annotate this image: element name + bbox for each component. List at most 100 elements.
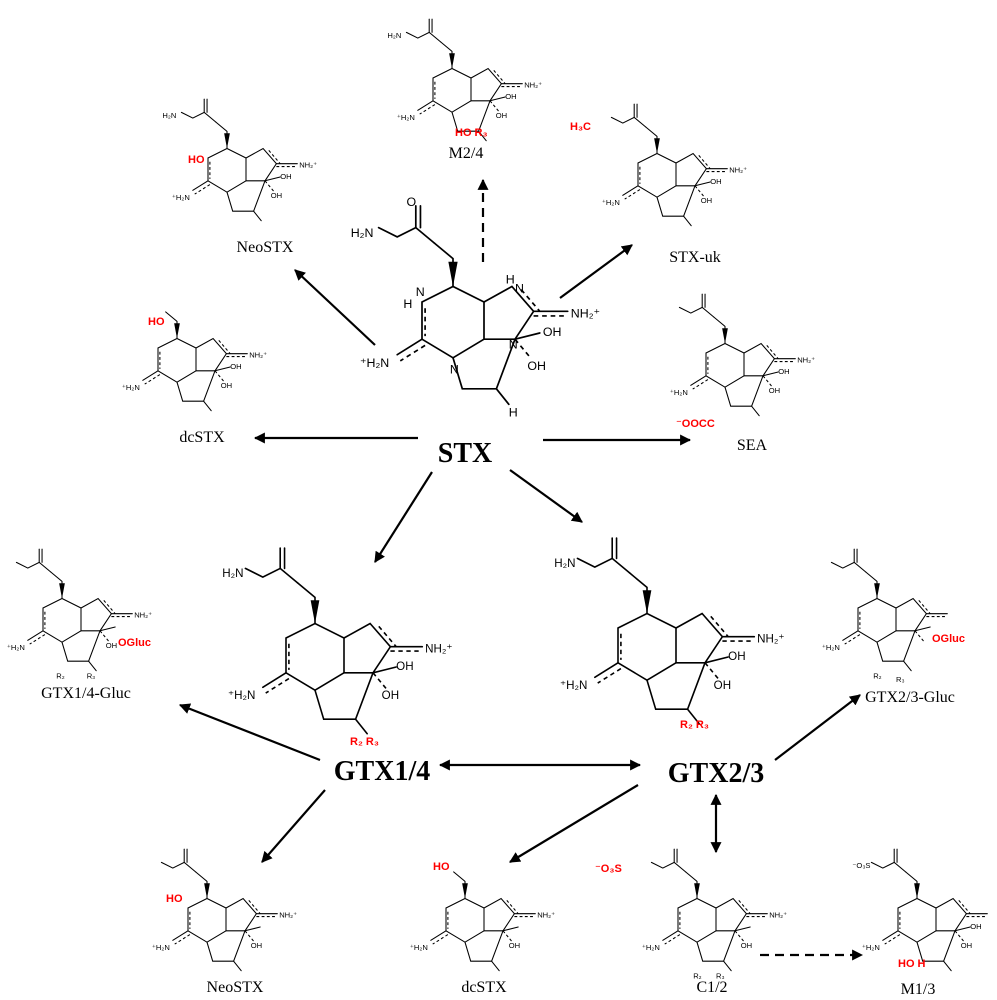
caption-sea: SEA [737, 437, 768, 454]
svg-text:R₃: R₃ [716, 971, 725, 980]
svg-text:NH₂⁺: NH₂⁺ [729, 166, 747, 175]
svg-text:R₂: R₂ [56, 671, 64, 680]
dcstx-bottom-structure: NH₂⁺ ⁺H₂N OH [410, 871, 555, 972]
svg-text:OH: OH [741, 941, 752, 950]
caption-gtx23-gluc: GTX2/3-Gluc [865, 689, 955, 706]
svg-text:OH: OH [106, 641, 117, 650]
svg-text:NH₂⁺: NH₂⁺ [134, 611, 152, 620]
gtx23-center-structure: H₂N NH₂⁺ ⁺H₂N OH OH [554, 537, 785, 725]
svg-text:NH₂⁺: NH₂⁺ [524, 81, 542, 90]
svg-text:⁺H₂N: ⁺H₂N [410, 943, 428, 952]
svg-text:NH₂⁺: NH₂⁺ [299, 161, 317, 170]
stx-structure: O H₂N N H H N NH₂⁺ ⁺H₂N N N OH OH H [351, 195, 600, 420]
svg-text:⁺H₂N: ⁺H₂N [862, 943, 880, 952]
svg-text:R₂: R₂ [693, 971, 701, 980]
gtx23-gluc-substituent: OGluc [932, 633, 965, 645]
svg-text:H: H [403, 297, 412, 311]
svg-text:⁺H₂N: ⁺H₂N [670, 388, 688, 397]
caption-c12: C1/2 [696, 979, 727, 996]
dcstx-bottom-substituent: HO [433, 861, 450, 873]
svg-text:R₃: R₃ [87, 671, 96, 680]
svg-text:H₂N: H₂N [387, 31, 401, 40]
caption-dcstx-bottom: dcSTX [461, 979, 507, 996]
svg-text:⁺H₂N: ⁺H₂N [602, 198, 620, 207]
svg-text:N: N [416, 285, 425, 299]
svg-text:H₂N: H₂N [351, 226, 374, 240]
svg-text:H₂N: H₂N [222, 567, 243, 580]
svg-text:NH₂⁺: NH₂⁺ [279, 911, 297, 920]
m24-substituent: HO R₃ [455, 127, 488, 139]
hub-gtx14: GTX1/4 [334, 756, 430, 787]
arrow-gtx14-gluc [178, 703, 321, 762]
svg-text:OH: OH [701, 196, 712, 205]
stxuk-structure: NH₂⁺ ⁺H₂N OH OH [602, 103, 747, 227]
svg-text:R₂: R₂ [873, 671, 881, 680]
svg-text:OH: OH [505, 92, 516, 101]
m13-structure: ⁻O₃S ⁺H₂N OH OH [852, 848, 988, 972]
svg-text:OH: OH [543, 325, 562, 339]
caption-stxuk: STX-uk [669, 249, 721, 266]
svg-text:OH: OH [382, 689, 399, 702]
svg-text:OH: OH [271, 191, 282, 200]
arrow-stx-stxuk [559, 244, 633, 299]
caption-neostx-bottom: NeoSTX [207, 979, 264, 996]
svg-text:OH: OH [251, 941, 262, 950]
svg-text:OH: OH [396, 660, 413, 673]
gtx14-gluc-substituent: OGluc [118, 637, 151, 649]
svg-text:⁺H₂N: ⁺H₂N [822, 643, 840, 652]
svg-text:⁺H₂N: ⁺H₂N [360, 356, 389, 370]
arrow-gtx14-neostx [261, 789, 326, 863]
m24-structure: H₂N NH₂⁺ ⁺H₂N OH OH [387, 18, 542, 142]
svg-text:OH: OH [496, 111, 507, 120]
svg-text:H: H [509, 406, 518, 420]
arrow-stx-gtx14 [374, 471, 433, 563]
svg-text:OH: OH [221, 381, 232, 390]
arrow-gtx23-dcstx [509, 784, 639, 863]
arrow-gtx23-gluc [774, 694, 861, 761]
svg-text:N: N [509, 338, 518, 352]
gtx23-center-substituent: R₂ R₃ [680, 719, 709, 731]
hub-gtx23: GTX2/3 [668, 758, 764, 789]
svg-text:OH: OH [509, 941, 520, 950]
svg-text:OH: OH [527, 359, 546, 373]
neostx-top-substituent: HO [188, 154, 205, 166]
gtx14-gluc-structure: NH₂⁺ ⁺H₂N OH R₂ R₃ [7, 548, 152, 680]
svg-text:H: H [506, 272, 515, 286]
svg-text:⁺H₂N: ⁺H₂N [228, 689, 255, 702]
svg-text:NH₂⁺: NH₂⁺ [797, 356, 815, 365]
gtx14-center-substituent: R₂ R₃ [350, 736, 379, 748]
c12-substituent: ⁻O₃S [595, 863, 622, 875]
svg-text:NH₂⁺: NH₂⁺ [537, 911, 555, 920]
arrow-stx-neostx [294, 269, 376, 346]
svg-text:NH₂⁺: NH₂⁺ [571, 307, 600, 321]
caption-gtx14-gluc: GTX1/4-Gluc [41, 685, 131, 702]
svg-text:H₂N: H₂N [162, 111, 176, 120]
neostx-bottom-structure: NH₂⁺ ⁺H₂N OH [152, 848, 297, 972]
caption-m24: M2/4 [449, 145, 484, 162]
svg-text:NH₂⁺: NH₂⁺ [249, 351, 267, 360]
stxuk-substituent: H₃C [570, 121, 591, 133]
caption-dcstx-top: dcSTX [179, 429, 225, 446]
svg-text:⁺H₂N: ⁺H₂N [397, 113, 415, 122]
hub-stx: STX [438, 438, 492, 469]
svg-text:OH: OH [769, 386, 780, 395]
svg-text:OH: OH [714, 679, 731, 692]
svg-text:OH: OH [728, 650, 745, 663]
svg-text:OH: OH [230, 362, 241, 371]
svg-text:NH₂⁺: NH₂⁺ [425, 643, 452, 656]
svg-text:⁺H₂N: ⁺H₂N [172, 193, 190, 202]
svg-text:⁺H₂N: ⁺H₂N [7, 643, 25, 652]
svg-text:NH₂⁺: NH₂⁺ [769, 911, 787, 920]
svg-text:OH: OH [280, 172, 291, 181]
svg-text:N: N [515, 282, 524, 296]
svg-text:R₃: R₃ [896, 675, 905, 684]
svg-text:H₂N: H₂N [554, 557, 575, 570]
svg-text:OH: OH [710, 177, 721, 186]
svg-text:⁺H₂N: ⁺H₂N [122, 383, 140, 392]
svg-text:OH: OH [970, 922, 981, 931]
m13-substituent: HO H [898, 958, 926, 970]
svg-text:N: N [450, 362, 459, 376]
svg-text:⁺H₂N: ⁺H₂N [642, 943, 660, 952]
neostx-top-structure: H₂N NH₂⁺ ⁺H₂N OH OH [162, 98, 317, 222]
